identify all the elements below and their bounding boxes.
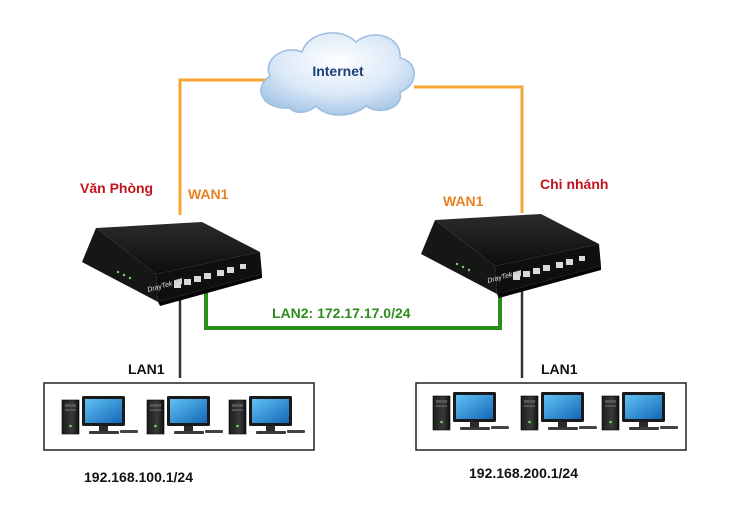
- site-right-subnet: 192.168.200.1/24: [469, 465, 578, 481]
- site-right-name: Chi nhánh: [540, 176, 608, 192]
- site-right-wan-label: WAN1: [443, 193, 484, 209]
- internet-cloud-icon: [260, 32, 415, 116]
- lan2-link: [204, 282, 502, 330]
- wan-link-right: [414, 85, 524, 213]
- site-right-lan-label: LAN1: [541, 361, 578, 377]
- wan-link-left: [178, 78, 270, 215]
- lan2-label: LAN2: 172.17.17.0/24: [272, 305, 411, 321]
- site-left-name: Văn Phòng: [80, 180, 153, 196]
- site-left-subnet: 192.168.100.1/24: [84, 469, 193, 485]
- internet-label: Internet: [312, 63, 364, 79]
- site-left-wan-label: WAN1: [188, 186, 229, 202]
- site-left-lan-label: LAN1: [128, 361, 165, 377]
- router-left-icon: [82, 222, 262, 306]
- router-right-icon: [421, 214, 601, 298]
